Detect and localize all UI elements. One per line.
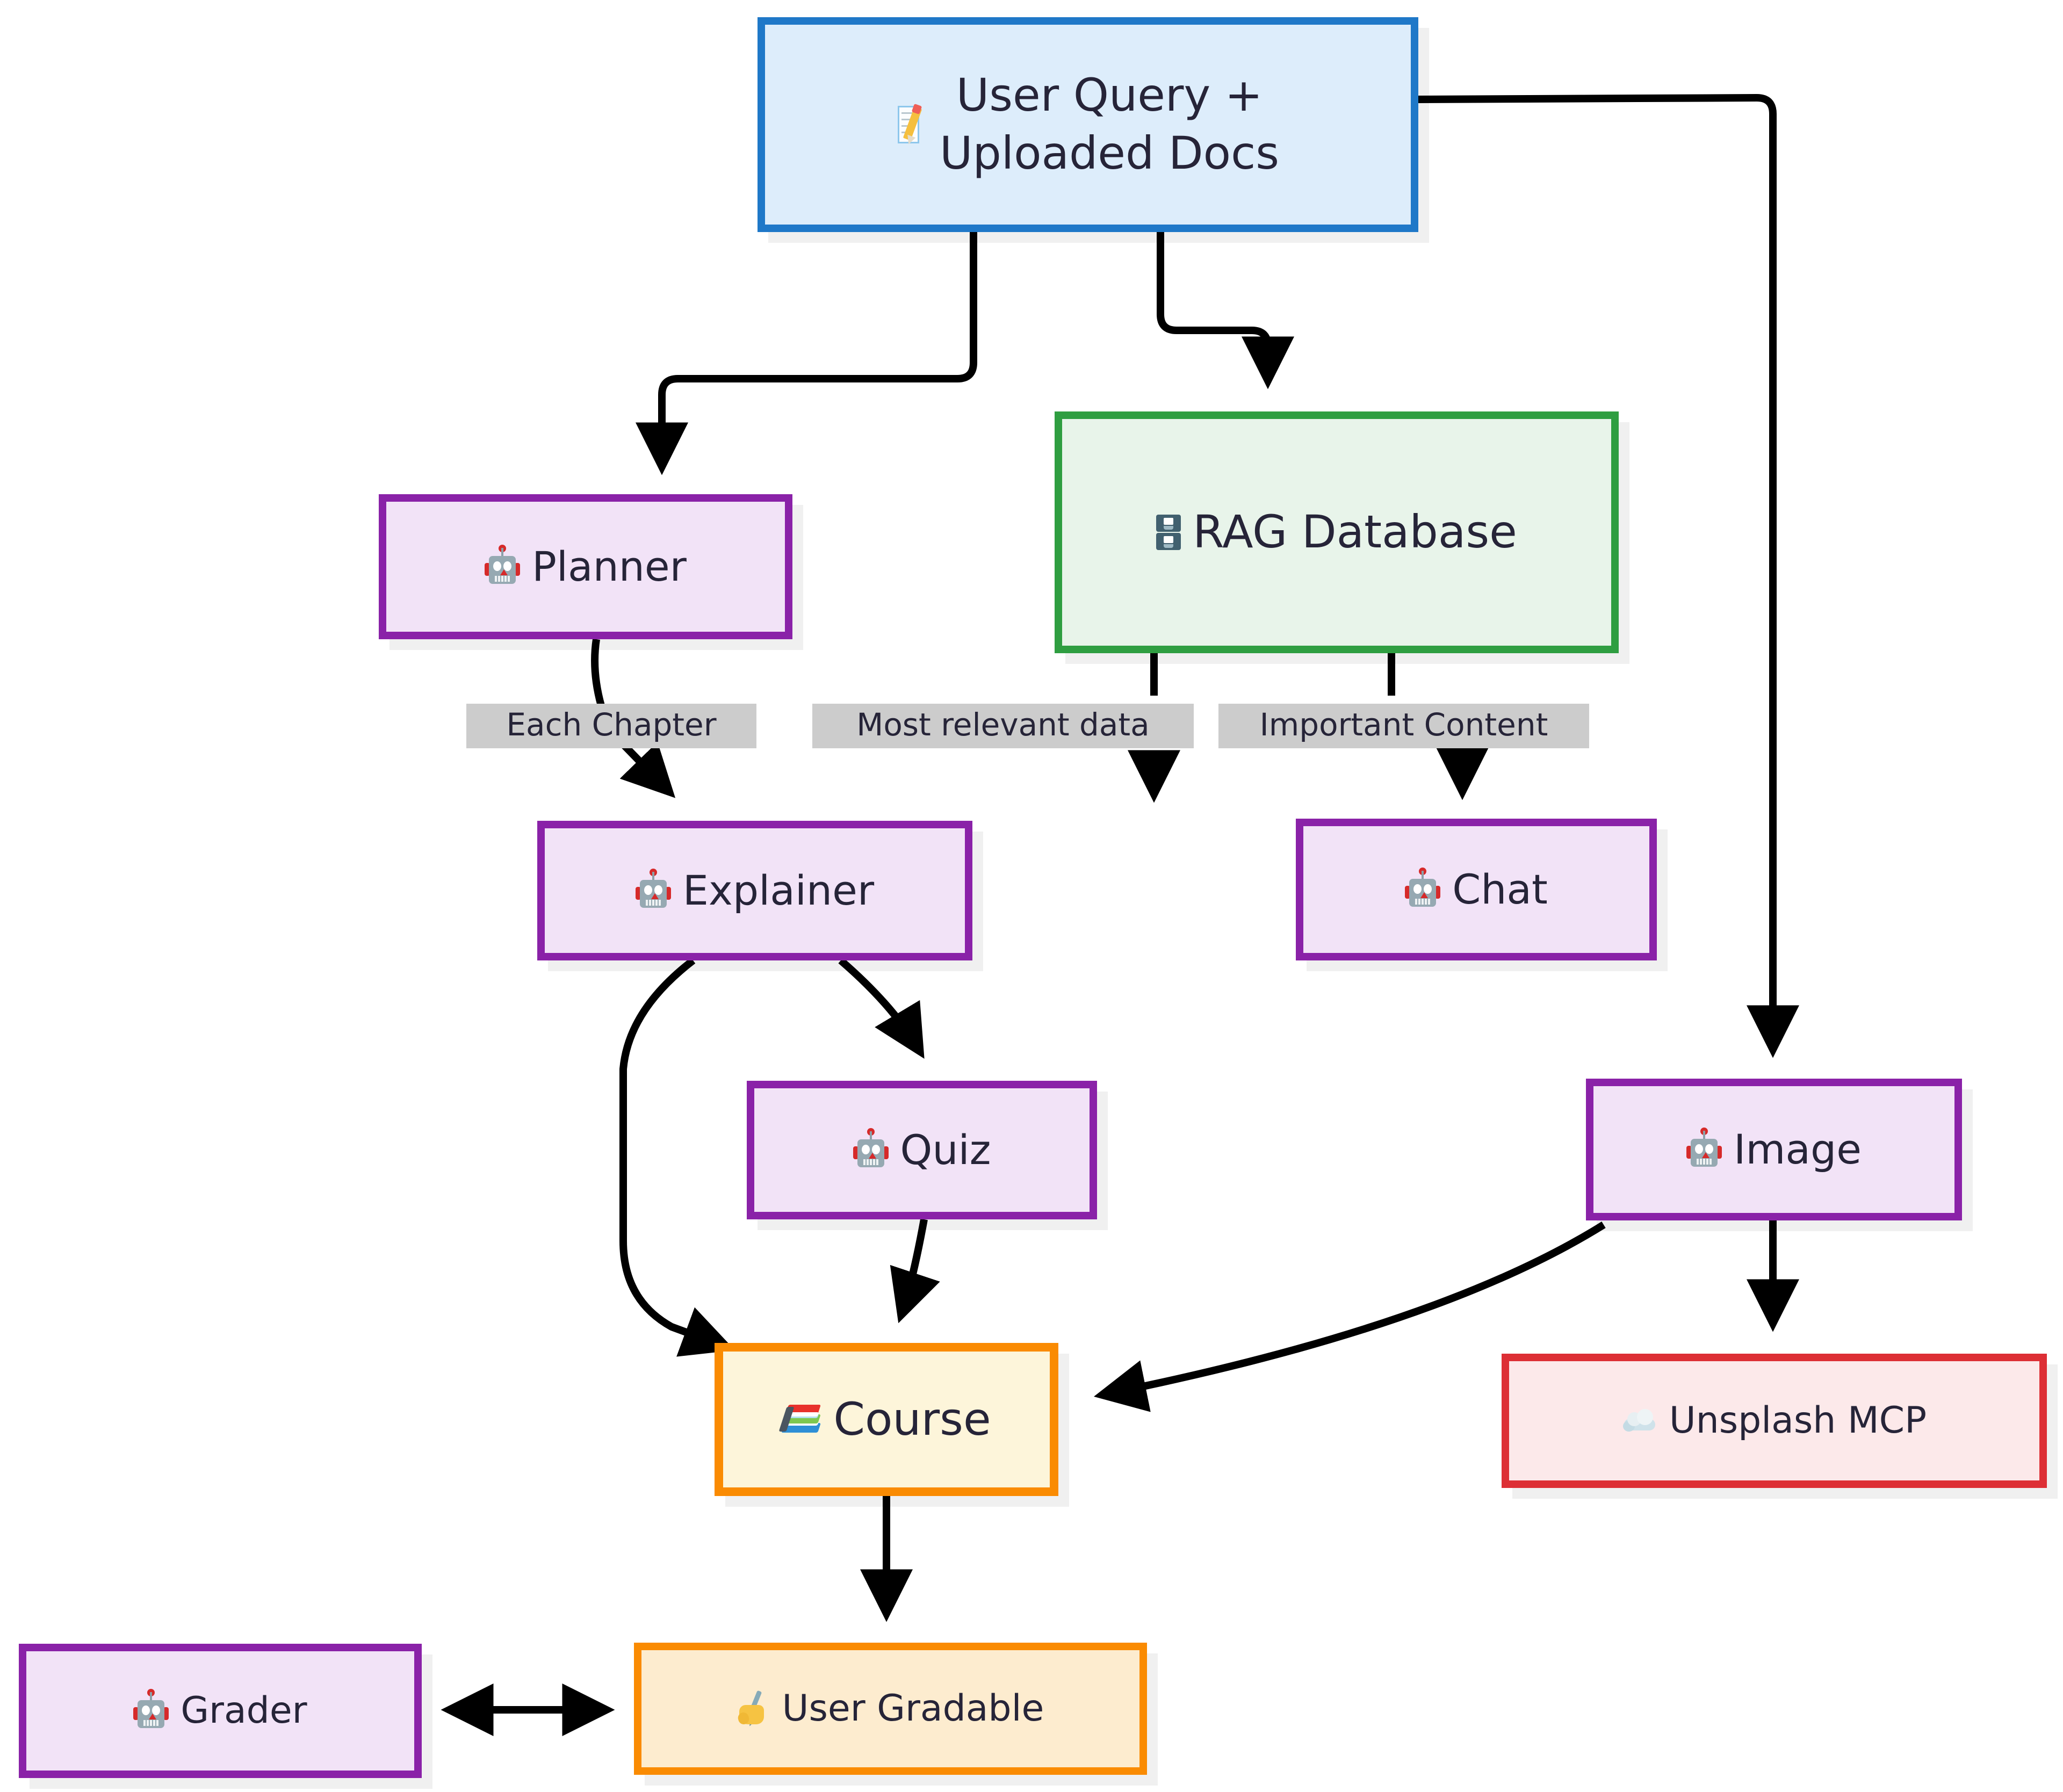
node-quiz[interactable]: Quiz bbox=[747, 1081, 1097, 1219]
node-rag-database-label: RAG Database bbox=[1193, 505, 1517, 559]
edge-explainer-course bbox=[619, 957, 735, 1357]
edge-userquery-planner bbox=[636, 232, 977, 475]
edge-image-course bbox=[1093, 1222, 1606, 1412]
node-image-label: Image bbox=[1733, 1125, 1862, 1174]
edge-explainer-quiz bbox=[838, 957, 925, 1059]
node-planner-label: Planner bbox=[532, 543, 687, 591]
node-rag-database[interactable]: RAG Database bbox=[1055, 411, 1619, 653]
cloud-icon bbox=[1622, 1409, 1657, 1433]
edge-quiz-course bbox=[890, 1218, 940, 1324]
edge-userquery-ragdatabase bbox=[1157, 232, 1294, 389]
robot-icon bbox=[1405, 867, 1441, 908]
robot-icon bbox=[853, 1128, 889, 1169]
edge-label-each-chapter: Each Chapter bbox=[466, 704, 756, 748]
node-explainer[interactable]: Explainer bbox=[537, 821, 972, 960]
node-grader[interactable]: Grader bbox=[19, 1644, 422, 1778]
robot-icon bbox=[635, 868, 671, 909]
file-cabinet-icon bbox=[1156, 514, 1181, 550]
node-chat-label: Chat bbox=[1452, 865, 1548, 914]
node-grader-label: Grader bbox=[181, 1689, 307, 1732]
node-user-query[interactable]: User Query + Uploaded Docs bbox=[758, 17, 1418, 232]
node-user-gradable[interactable]: User Gradable bbox=[634, 1643, 1147, 1775]
edge-userquery-image bbox=[1418, 94, 1799, 1058]
memo-icon bbox=[897, 103, 928, 146]
node-unsplash-mcp[interactable]: Unsplash MCP bbox=[1502, 1354, 2047, 1488]
node-course[interactable]: Course bbox=[715, 1343, 1058, 1496]
edge-label-important-content: Important Content bbox=[1218, 704, 1589, 748]
node-planner[interactable]: Planner bbox=[379, 494, 792, 639]
node-image[interactable]: Image bbox=[1586, 1079, 1962, 1220]
node-course-label: Course bbox=[833, 1392, 991, 1446]
writing-hand-icon bbox=[737, 1690, 770, 1728]
edge-ragdatabase-chat bbox=[1388, 653, 1462, 787]
node-user-gradable-label: User Gradable bbox=[782, 1687, 1044, 1730]
node-unsplash-mcp-label: Unsplash MCP bbox=[1669, 1399, 1927, 1442]
robot-icon bbox=[133, 1689, 169, 1730]
node-user-query-label: User Query + Uploaded Docs bbox=[939, 69, 1280, 179]
node-chat[interactable]: Chat bbox=[1296, 819, 1657, 960]
books-icon bbox=[778, 1401, 821, 1437]
node-explainer-label: Explainer bbox=[682, 866, 875, 915]
robot-icon bbox=[1686, 1127, 1722, 1168]
node-quiz-label: Quiz bbox=[900, 1126, 991, 1174]
edge-label-most-relevant-data: Most relevant data bbox=[812, 704, 1194, 748]
robot-icon bbox=[485, 544, 521, 586]
